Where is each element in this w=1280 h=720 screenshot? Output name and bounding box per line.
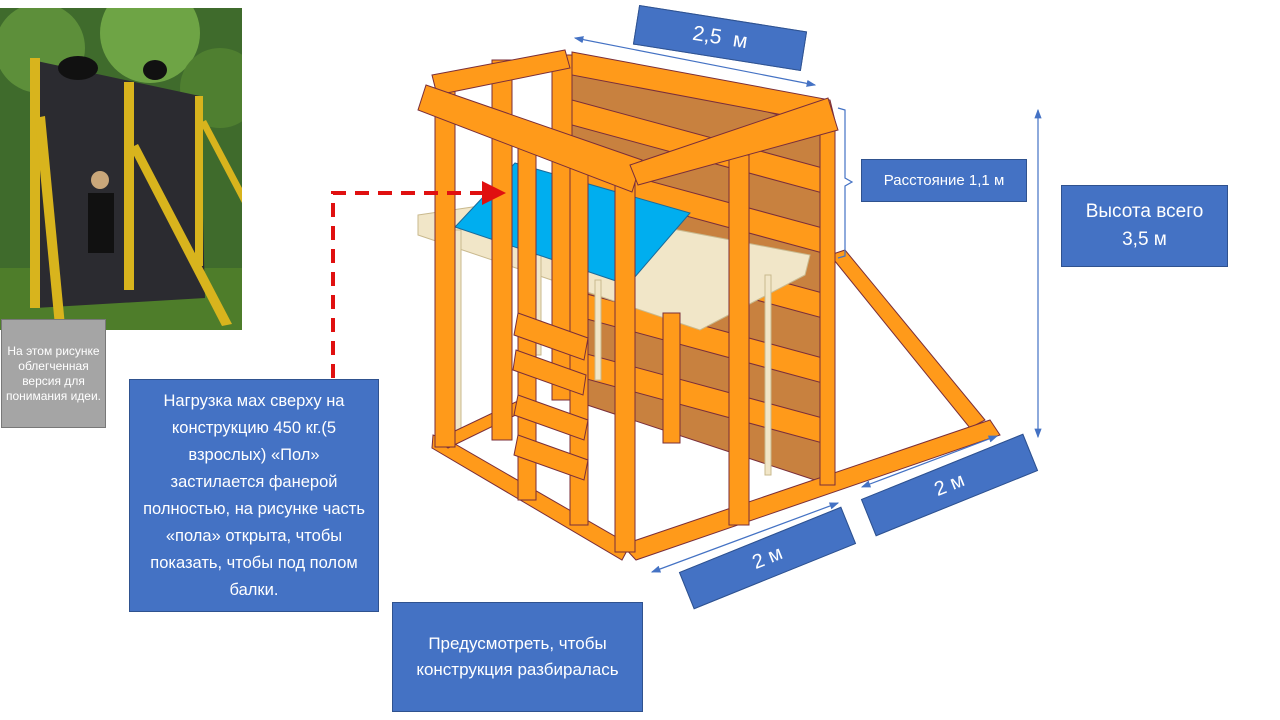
top-length-arrow bbox=[573, 36, 817, 87]
distance-label: Расстояние 1,1 м bbox=[861, 159, 1027, 202]
ladder-rungs bbox=[512, 312, 589, 481]
front-width-arrow bbox=[650, 502, 840, 573]
posts bbox=[434, 54, 836, 553]
load-pointer-arrow bbox=[331, 181, 506, 378]
side-depth-arrow bbox=[860, 435, 999, 488]
rear-brace bbox=[829, 249, 986, 429]
distance-bracket bbox=[837, 107, 854, 259]
reference-photo bbox=[0, 8, 242, 330]
photo-caption-box: На этом рисунке облегченная версия для п… bbox=[1, 319, 106, 428]
photo-caption: На этом рисунке облегченная версия для п… bbox=[5, 343, 101, 403]
photo-wall bbox=[32, 60, 205, 308]
load-note: Нагрузка мах сверху на конструкцию 450 к… bbox=[129, 379, 379, 612]
disassembly-note: Предусмотреть, чтобы конструкция разбира… bbox=[392, 602, 643, 712]
total-height-label: Высота всего 3,5 м bbox=[1061, 185, 1228, 267]
